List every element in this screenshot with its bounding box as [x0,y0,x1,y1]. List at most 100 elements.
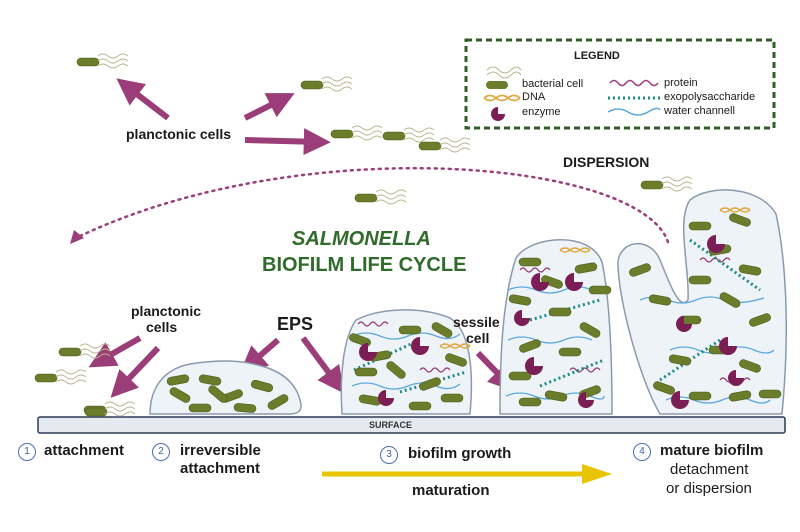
flagellum [321,86,353,92]
flagellum [79,348,111,354]
bacterial-cells [34,57,782,417]
bacterial-cell [548,307,572,317]
flagellum [55,379,87,385]
title-line-1: SALMONELLA [292,228,431,250]
flagellum [375,199,407,205]
enzyme [565,273,583,291]
bacterial-cell [688,275,712,285]
bacterial-cell [250,379,274,393]
bacterial-cell-icon [486,66,522,89]
dispersion-arrow [74,166,670,244]
biofilm-stage-4b [617,189,787,415]
bacterial-cell [739,359,761,373]
step-4-label: mature biofilm [660,442,764,459]
bacterial-cell [629,263,651,277]
bacterial-cell [688,391,712,401]
enzyme [707,235,725,253]
step-3-number: 3 [380,446,398,464]
planktonic-flagella [55,53,693,417]
bacterial-cell [668,354,692,366]
enzyme [525,357,543,375]
flagellum [351,125,383,131]
enzyme [719,337,737,355]
bacterial-cell [330,129,354,139]
bacterial-cell [382,131,406,141]
flagellum [97,58,129,64]
bacterial-cell [300,80,324,90]
enzyme [359,343,377,361]
label-dispersion: DISPERSION [563,154,650,170]
bacterial-cell [728,390,752,402]
flagellum [104,406,136,412]
enzyme [514,310,530,326]
legend-label-protein: protein [664,77,698,89]
enzyme [378,390,394,406]
bacterial-cell [648,294,672,306]
bacterial-cell [166,374,190,386]
flagellum [439,137,471,143]
enzyme [531,273,549,291]
flagellum [403,127,435,133]
enzyme-icon [491,107,505,121]
flagellum [661,181,693,187]
bacterial-cell [640,180,664,190]
bacterial-cell [440,393,464,403]
bacterial-cell [431,322,453,338]
bacterial-cell [558,347,582,357]
legend-label-water-channel: water channell [664,105,735,117]
bacterial-cell [719,292,741,308]
bacterial-cell [84,407,108,417]
surface-bar [37,416,786,434]
step-2-number: 2 [152,443,170,461]
bacterial-cell [518,397,542,407]
bacterial-cell [574,262,598,274]
bacterial-cell [758,389,782,399]
bacterial-cell [408,401,432,411]
bacterial-cell [58,347,82,357]
step-4-sub2: or dispersion [666,480,752,497]
flagellum [375,194,407,200]
bacterial-cell [588,285,612,295]
bacterial-cell [354,367,378,377]
title-line-2: BIOFILM LIFE CYCLE [262,254,467,276]
legend-label-enzyme: enzyme [522,106,561,118]
enzyme [676,316,692,332]
bacterial-cell [508,294,532,306]
dna-strands [439,207,751,349]
bacterial-cell [519,339,541,353]
flagellum [321,76,353,82]
label-planctonic-left-2: cells [146,319,178,335]
enzyme [671,391,689,409]
flagellum [97,53,129,59]
dna-icon [483,94,521,102]
step-4-sub: detachment [670,461,749,478]
label-planctonic-left-1: planctonic [131,303,202,319]
bacterial-cell [267,394,289,410]
flagellum [351,135,383,141]
legend-label-exopolysaccharide: exopolysaccharide [664,91,756,103]
bacterial-cell [418,141,442,151]
bacterial-cell [541,275,563,289]
step-2-label: irreversible [180,442,261,459]
label-maturation: maturation [412,482,490,499]
bacterial-cell [508,371,532,381]
bacterial-cell [749,313,771,327]
bacterial-cell [398,325,422,335]
legend-label-dna: DNA [522,91,546,103]
bacterial-cell [198,374,222,386]
bacterial-cell [688,221,712,231]
water-channel-icon [607,107,661,116]
bacterial-cell [349,333,371,347]
protein-strands [357,257,751,383]
label-sessile-1: sessile [453,314,500,330]
step-1-label: attachment [44,442,125,459]
step-4-number: 4 [633,443,651,461]
label-sessile-2: cell [466,330,490,346]
label-eps: EPS [277,314,314,334]
flagellum [321,81,353,87]
enzyme [411,337,429,355]
flagellum [375,189,407,195]
flagellum [403,137,435,143]
